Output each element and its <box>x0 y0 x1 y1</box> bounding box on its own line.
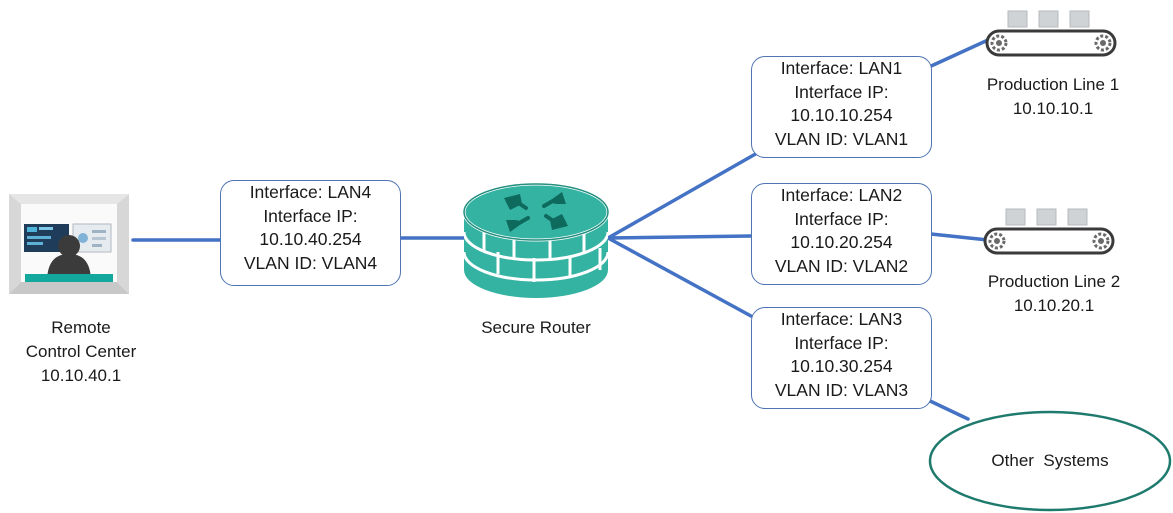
link-lan3-to-other-systems <box>926 398 970 421</box>
link-router-to-lan3 <box>606 236 753 318</box>
vlan-id: VLAN ID: VLAN1 <box>774 128 909 149</box>
interface-ip: 10.10.40.254 <box>259 229 362 249</box>
interface-box-lan2: Interface: LAN2 Interface IP: 10.10.20.2… <box>751 183 932 285</box>
other-systems-label: Other Systems <box>991 451 1109 470</box>
link-lan1-to-production-line-1 <box>927 38 990 69</box>
interface-name: Interface: LAN1 <box>780 58 903 78</box>
link-router-to-lan1 <box>606 150 761 240</box>
interface-ip-label: Interface IP: <box>794 208 889 229</box>
interface-name: Interface: LAN2 <box>780 185 903 205</box>
vlan-id: VLAN ID: VLAN4 <box>243 252 378 273</box>
production-line-1-ip: 10.10.10.1 <box>1012 99 1094 118</box>
link-router-to-lan2 <box>606 234 753 240</box>
interface-ip: 10.10.10.254 <box>790 105 893 125</box>
production-line-2-ip: 10.10.20.1 <box>1013 296 1095 315</box>
secure-router-label: Secure Router <box>481 318 591 337</box>
production-line-2-label: Production Line 2 10.10.20.1 <box>966 270 1142 318</box>
interface-box-lan1: Interface: LAN1 Interface IP: 10.10.10.2… <box>751 56 932 158</box>
conveyor-icon <box>983 208 1115 255</box>
interface-name: Interface: LAN4 <box>249 182 372 202</box>
interface-ip-label: Interface IP: <box>794 332 889 353</box>
production-line-2-name: Production Line 2 <box>987 272 1121 291</box>
interface-ip-label: Interface IP: <box>794 81 889 102</box>
other-systems-node: Other Systems <box>928 410 1172 512</box>
interface-ip: 10.10.30.254 <box>790 356 893 376</box>
vlan-id: VLAN ID: VLAN3 <box>774 379 909 400</box>
interface-box-lan4: Interface: LAN4 Interface IP: 10.10.40.2… <box>220 180 401 286</box>
interface-box-lan3: Interface: LAN3 Interface IP: 10.10.30.2… <box>751 307 932 409</box>
interface-ip: 10.10.20.254 <box>790 232 893 252</box>
vlan-id: VLAN ID: VLAN2 <box>774 255 909 276</box>
production-line-1-name: Production Line 1 <box>986 75 1120 94</box>
control-center-name-line-2: Control Center <box>25 342 137 361</box>
link-lan2-to-production-line-2 <box>929 232 990 242</box>
remote-control-center-label: Remote Control Center 10.10.40.1 <box>12 316 150 388</box>
control-center-icon <box>9 194 129 294</box>
router-icon <box>462 182 610 298</box>
control-center-name-line-1: Remote <box>51 318 111 337</box>
control-center-ip: 10.10.40.1 <box>40 366 122 385</box>
interface-ip-label: Interface IP: <box>263 205 358 226</box>
production-line-1-label: Production Line 1 10.10.10.1 <box>972 73 1134 121</box>
other-systems-ellipse <box>928 410 1172 512</box>
interface-name: Interface: LAN3 <box>780 309 903 329</box>
conveyor-icon <box>985 10 1117 57</box>
